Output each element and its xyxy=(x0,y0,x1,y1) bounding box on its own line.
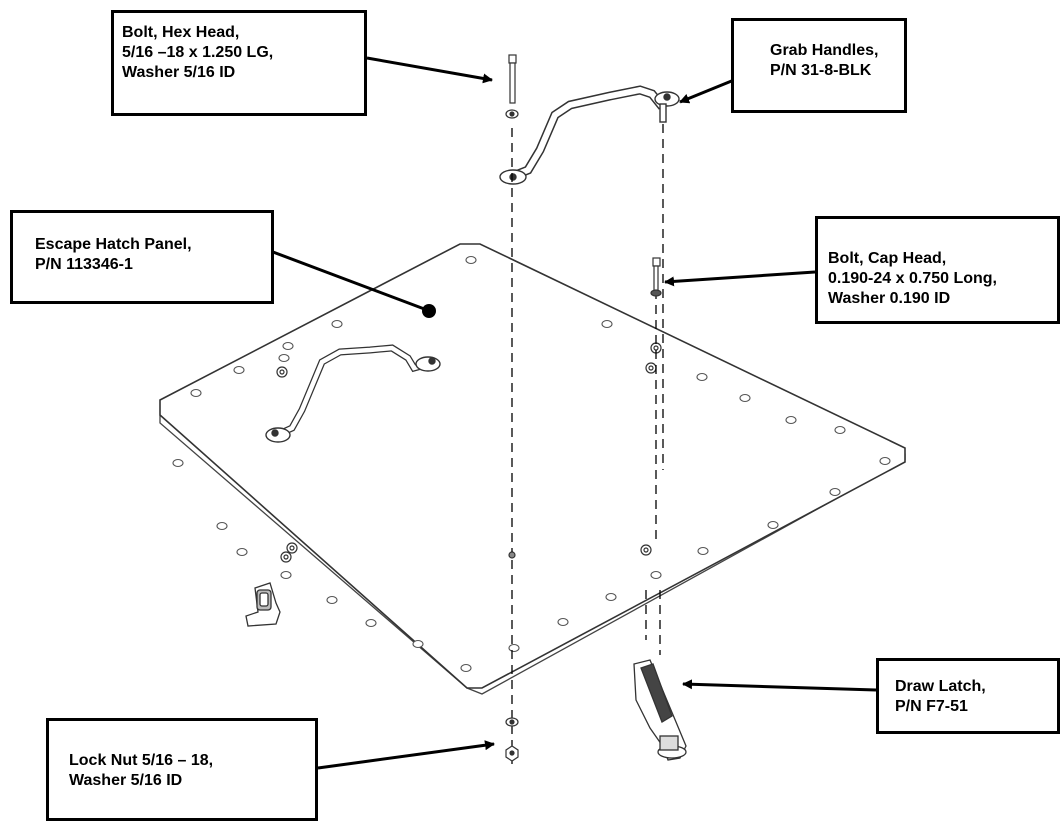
callout-line: Washer 0.190 ID xyxy=(828,290,951,307)
callout-line: Bolt, Cap Head, xyxy=(828,250,947,267)
callout-line: 5/16 –18 x 1.250 LG, xyxy=(122,44,274,61)
callout-line: 0.190-24 x 0.750 Long, xyxy=(828,270,997,287)
callout-line: Washer 5/16 ID xyxy=(122,64,236,81)
callout-grab-handles: Grab Handles, P/N 31-8-BLK xyxy=(731,18,907,113)
callout-escape-hatch-panel: Escape Hatch Panel, P/N 113346-1 xyxy=(10,210,274,304)
callout-line: Lock Nut 5/16 – 18, xyxy=(69,752,214,769)
callout-hex-bolt: Bolt, Hex Head, 5/16 –18 x 1.250 LG, Was… xyxy=(111,10,367,116)
hex-bolt xyxy=(505,54,519,119)
exploded-draw-latch xyxy=(633,659,687,761)
callout-line: Washer 5/16 ID xyxy=(69,772,183,789)
callout-line: Grab Handles, xyxy=(770,42,879,59)
callout-line: Bolt, Hex Head, xyxy=(122,24,240,41)
callout-line: P/N F7-51 xyxy=(895,698,968,715)
callout-line: Escape Hatch Panel, xyxy=(35,236,192,253)
panel-holes xyxy=(172,255,891,673)
callout-lock-nut: Lock Nut 5/16 – 18, Washer 5/16 ID xyxy=(46,718,318,821)
lock-nut-washer xyxy=(505,717,519,762)
callout-cap-bolt: Bolt, Cap Head, 0.190-24 x 0.750 Long, W… xyxy=(815,216,1060,324)
leader-dot xyxy=(422,304,436,318)
exploded-grab-handle xyxy=(499,85,680,185)
installed-draw-latch xyxy=(245,582,281,627)
callout-line: P/N 31-8-BLK xyxy=(770,62,872,79)
callout-draw-latch: Draw Latch, P/N F7-51 xyxy=(876,658,1060,734)
installed-grab-handle xyxy=(265,344,441,443)
callout-line: P/N 113346-1 xyxy=(35,256,133,273)
leader-arrows xyxy=(272,56,877,770)
panel-bosses xyxy=(276,342,662,563)
assembly-centerlines xyxy=(511,124,664,765)
callout-line: Draw Latch, xyxy=(895,678,986,695)
cap-bolt xyxy=(650,257,662,297)
